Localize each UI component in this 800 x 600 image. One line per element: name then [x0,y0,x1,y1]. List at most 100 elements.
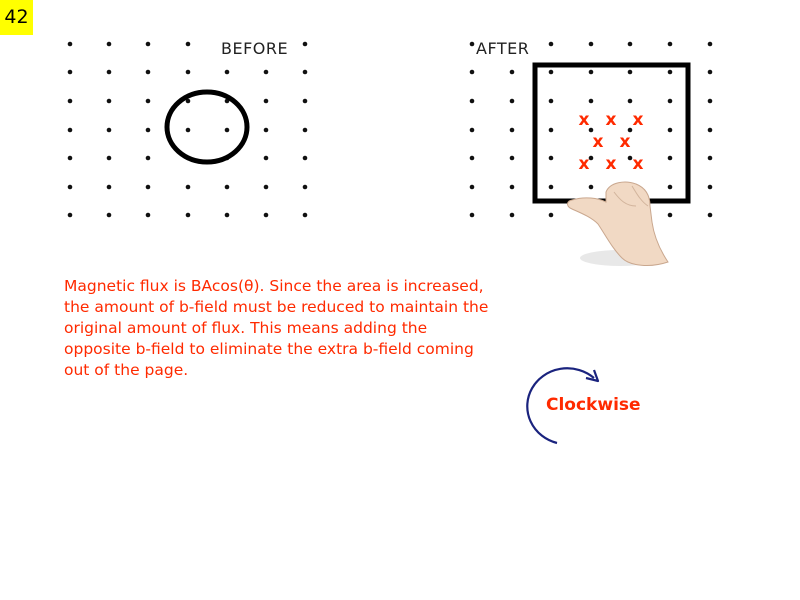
field-dot [707,184,713,190]
field-dot [67,184,73,190]
field-dot [509,212,515,218]
field-dot [263,212,269,218]
field-dot [145,184,151,190]
x-mark: x [633,154,644,174]
field-dot [224,127,230,133]
x-mark: x [606,154,617,174]
field-dot [145,41,151,47]
field-dot [145,212,151,218]
field-dot [106,69,112,75]
x-mark: x [593,132,604,152]
field-dot [667,69,673,75]
field-dot [263,184,269,190]
x-mark: x [620,132,631,152]
field-dot [707,212,713,218]
field-dot [588,69,594,75]
current-direction-label: Clockwise [546,395,641,415]
field-dot [67,41,73,47]
field-dot [548,184,554,190]
field-dot [67,212,73,218]
field-dot [106,212,112,218]
field-dot [548,155,554,161]
field-dot [67,155,73,161]
explanation-text: Magnetic flux is BAcos(θ). Since the are… [64,277,489,379]
field-dot [667,98,673,104]
field-dot [548,127,554,133]
x-mark: x [579,154,590,174]
field-dot [509,155,515,161]
before-circular-loop [164,89,250,165]
after-dot-grid [469,41,713,218]
field-dot [185,41,191,47]
field-dot [588,184,594,190]
field-dot [263,98,269,104]
field-dot [509,127,515,133]
field-dot [667,212,673,218]
field-dot [509,69,515,75]
field-dot [469,69,475,75]
field-dot [588,155,594,161]
field-dot [627,155,633,161]
x-mark: x [606,110,617,130]
before-label: BEFORE [221,39,288,58]
field-dot [548,69,554,75]
field-dot [302,98,308,104]
field-dot [707,155,713,161]
field-dot [707,69,713,75]
clockwise-arrow-icon [526,367,600,445]
field-dot [302,41,308,47]
field-dot [667,184,673,190]
field-dot [627,69,633,75]
field-dot [509,98,515,104]
field-dot [548,212,554,218]
field-dot [67,127,73,133]
field-dot [667,41,673,47]
field-dot [263,155,269,161]
slide-number-badge: 42 [0,0,33,35]
field-dot [185,184,191,190]
field-dot [185,212,191,218]
field-dot [185,98,191,104]
field-dot [302,127,308,133]
field-dot [302,69,308,75]
field-dot [548,41,554,47]
field-dot [627,41,633,47]
field-dot [707,127,713,133]
field-dot [106,41,112,47]
after-label-bg [475,34,537,56]
field-dot [106,184,112,190]
before-label-bg [218,34,298,56]
field-dot [667,155,673,161]
field-dot [185,127,191,133]
x-mark: x [633,110,644,130]
field-dot [588,127,594,133]
field-dot [469,212,475,218]
after-rectangular-loop [532,62,691,204]
after-label: AFTER [476,39,529,58]
field-dot [588,98,594,104]
field-dot [707,41,713,47]
field-dot [145,127,151,133]
field-dot [469,184,475,190]
field-dot [469,127,475,133]
field-dot [263,127,269,133]
field-dot [627,127,633,133]
field-dot [224,212,230,218]
field-dot [106,127,112,133]
field-dot [145,69,151,75]
field-dot [302,212,308,218]
field-dot [145,155,151,161]
hand-icon [567,181,669,266]
field-dot [302,155,308,161]
field-dot [302,184,308,190]
field-dot [106,98,112,104]
field-dot [185,69,191,75]
field-dot [224,184,230,190]
field-dot [469,41,475,47]
x-mark: x [579,110,590,130]
field-dot [627,98,633,104]
field-dot [469,155,475,161]
field-dot [67,98,73,104]
